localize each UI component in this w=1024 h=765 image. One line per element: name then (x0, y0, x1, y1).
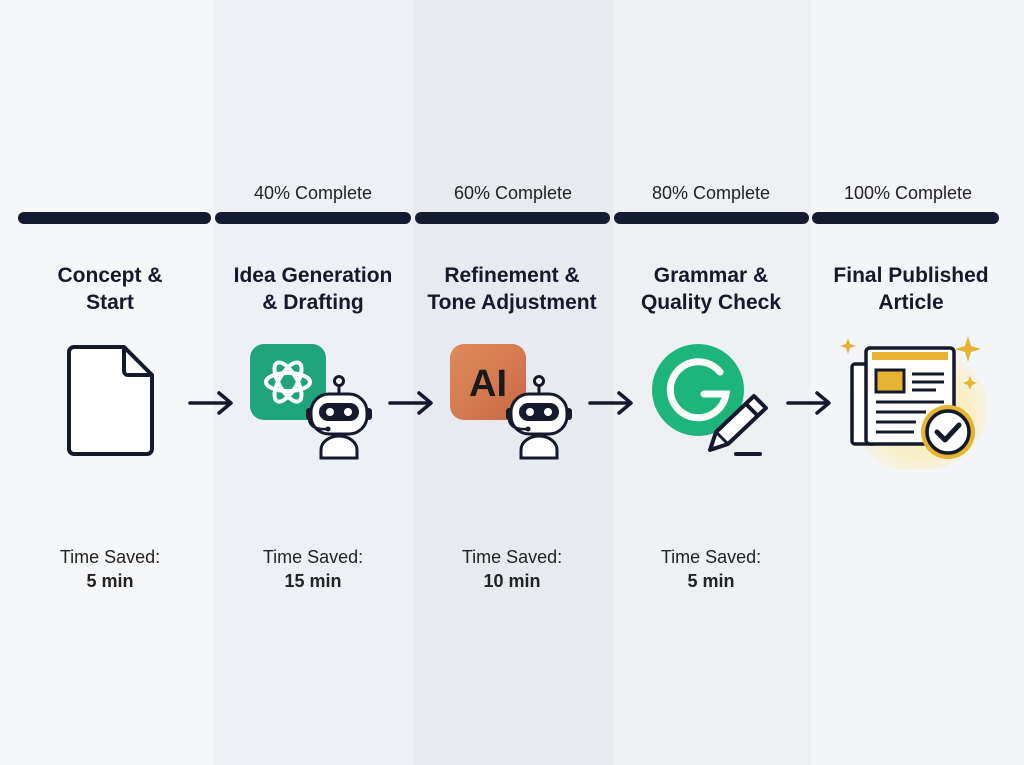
robot-assistant-icon (506, 375, 572, 460)
arrow-right-icon (188, 391, 233, 415)
stage-title-grammar: Grammar &Quality Check (640, 264, 782, 314)
svg-text:AI: AI (469, 363, 507, 405)
stage-title-concept: Concept &Start (57, 264, 163, 314)
timeline-segment-5 (812, 212, 999, 224)
published-article-icon (840, 336, 986, 470)
stage-title-drafting: Idea Generation& Drafting (233, 264, 393, 314)
pencil-icon (708, 394, 768, 456)
time-saved-refinement: Time Saved:10 min (461, 547, 563, 591)
sparkle-icon (840, 338, 856, 354)
document-icon (67, 345, 154, 456)
progress-label-40: 40% Complete (253, 183, 373, 203)
stage-title-refinement: Refinement &Tone Adjustment (427, 264, 597, 314)
time-saved-concept: Time Saved:5 min (59, 547, 161, 591)
progress-label-80: 80% Complete (651, 183, 771, 203)
time-saved-drafting: Time Saved:15 min (262, 547, 364, 591)
grammarly-logo-icon (652, 344, 768, 456)
sparkle-icon (963, 376, 977, 390)
timeline-segment-4 (614, 212, 809, 224)
timeline-segment-3 (415, 212, 610, 224)
timeline-segment-2 (215, 212, 411, 224)
check-badge-icon (921, 405, 975, 459)
robot-assistant-icon (306, 375, 372, 460)
progress-label-60: 60% Complete (453, 183, 573, 203)
arrow-right-icon (786, 391, 831, 415)
timeline-segment-1 (18, 212, 211, 224)
arrow-right-icon (588, 391, 633, 415)
progress-label-100: 100% Complete (843, 183, 973, 203)
chatgpt-logo-icon (250, 344, 326, 420)
time-saved-grammar: Time Saved:5 min (660, 547, 762, 591)
arrow-right-icon (388, 391, 433, 415)
anthropic-logo-icon: AI (450, 344, 526, 420)
sparkle-icon (955, 336, 981, 362)
